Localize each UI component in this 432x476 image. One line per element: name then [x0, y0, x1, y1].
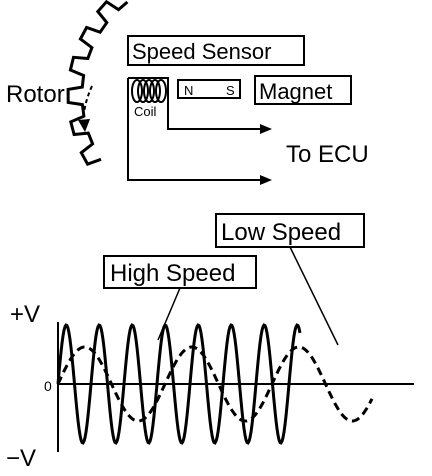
rotor-teeth — [66, 0, 129, 166]
ecu-wires — [127, 78, 265, 181]
coil: Coil — [128, 77, 169, 119]
magnet-block: N S — [177, 79, 241, 99]
low-speed-box: Low Speed — [215, 213, 365, 248]
rotor — [66, 0, 129, 166]
wire-arrowhead-top — [260, 124, 272, 134]
rotation-arrowhead — [78, 119, 90, 132]
magnet-n-label: N — [184, 83, 193, 98]
low-speed-leader-line — [289, 246, 339, 346]
low-speed-label: Low Speed — [221, 219, 341, 246]
coil-label: Coil — [134, 104, 157, 119]
speed-sensor-label: Speed Sensor — [132, 39, 271, 64]
magnet-s-label: S — [226, 83, 235, 98]
magnet-label: Magnet — [259, 79, 332, 104]
low-speed-waveform — [56, 345, 374, 423]
high-speed-waveform — [56, 323, 302, 445]
wire-arrowhead-bottom — [260, 175, 272, 185]
high-speed-box: High Speed — [103, 255, 257, 289]
rotor-label: Rotor — [6, 81, 65, 108]
minus-v-label: −V — [6, 445, 36, 472]
zero-label: 0 — [44, 378, 52, 394]
speed-sensor-box: Speed Sensor — [127, 35, 305, 66]
high-speed-label: High Speed — [110, 260, 235, 287]
magnet-label-box: Magnet — [254, 75, 352, 105]
to-ecu-label: To ECU — [286, 141, 369, 168]
plus-v-label: +V — [10, 301, 40, 328]
